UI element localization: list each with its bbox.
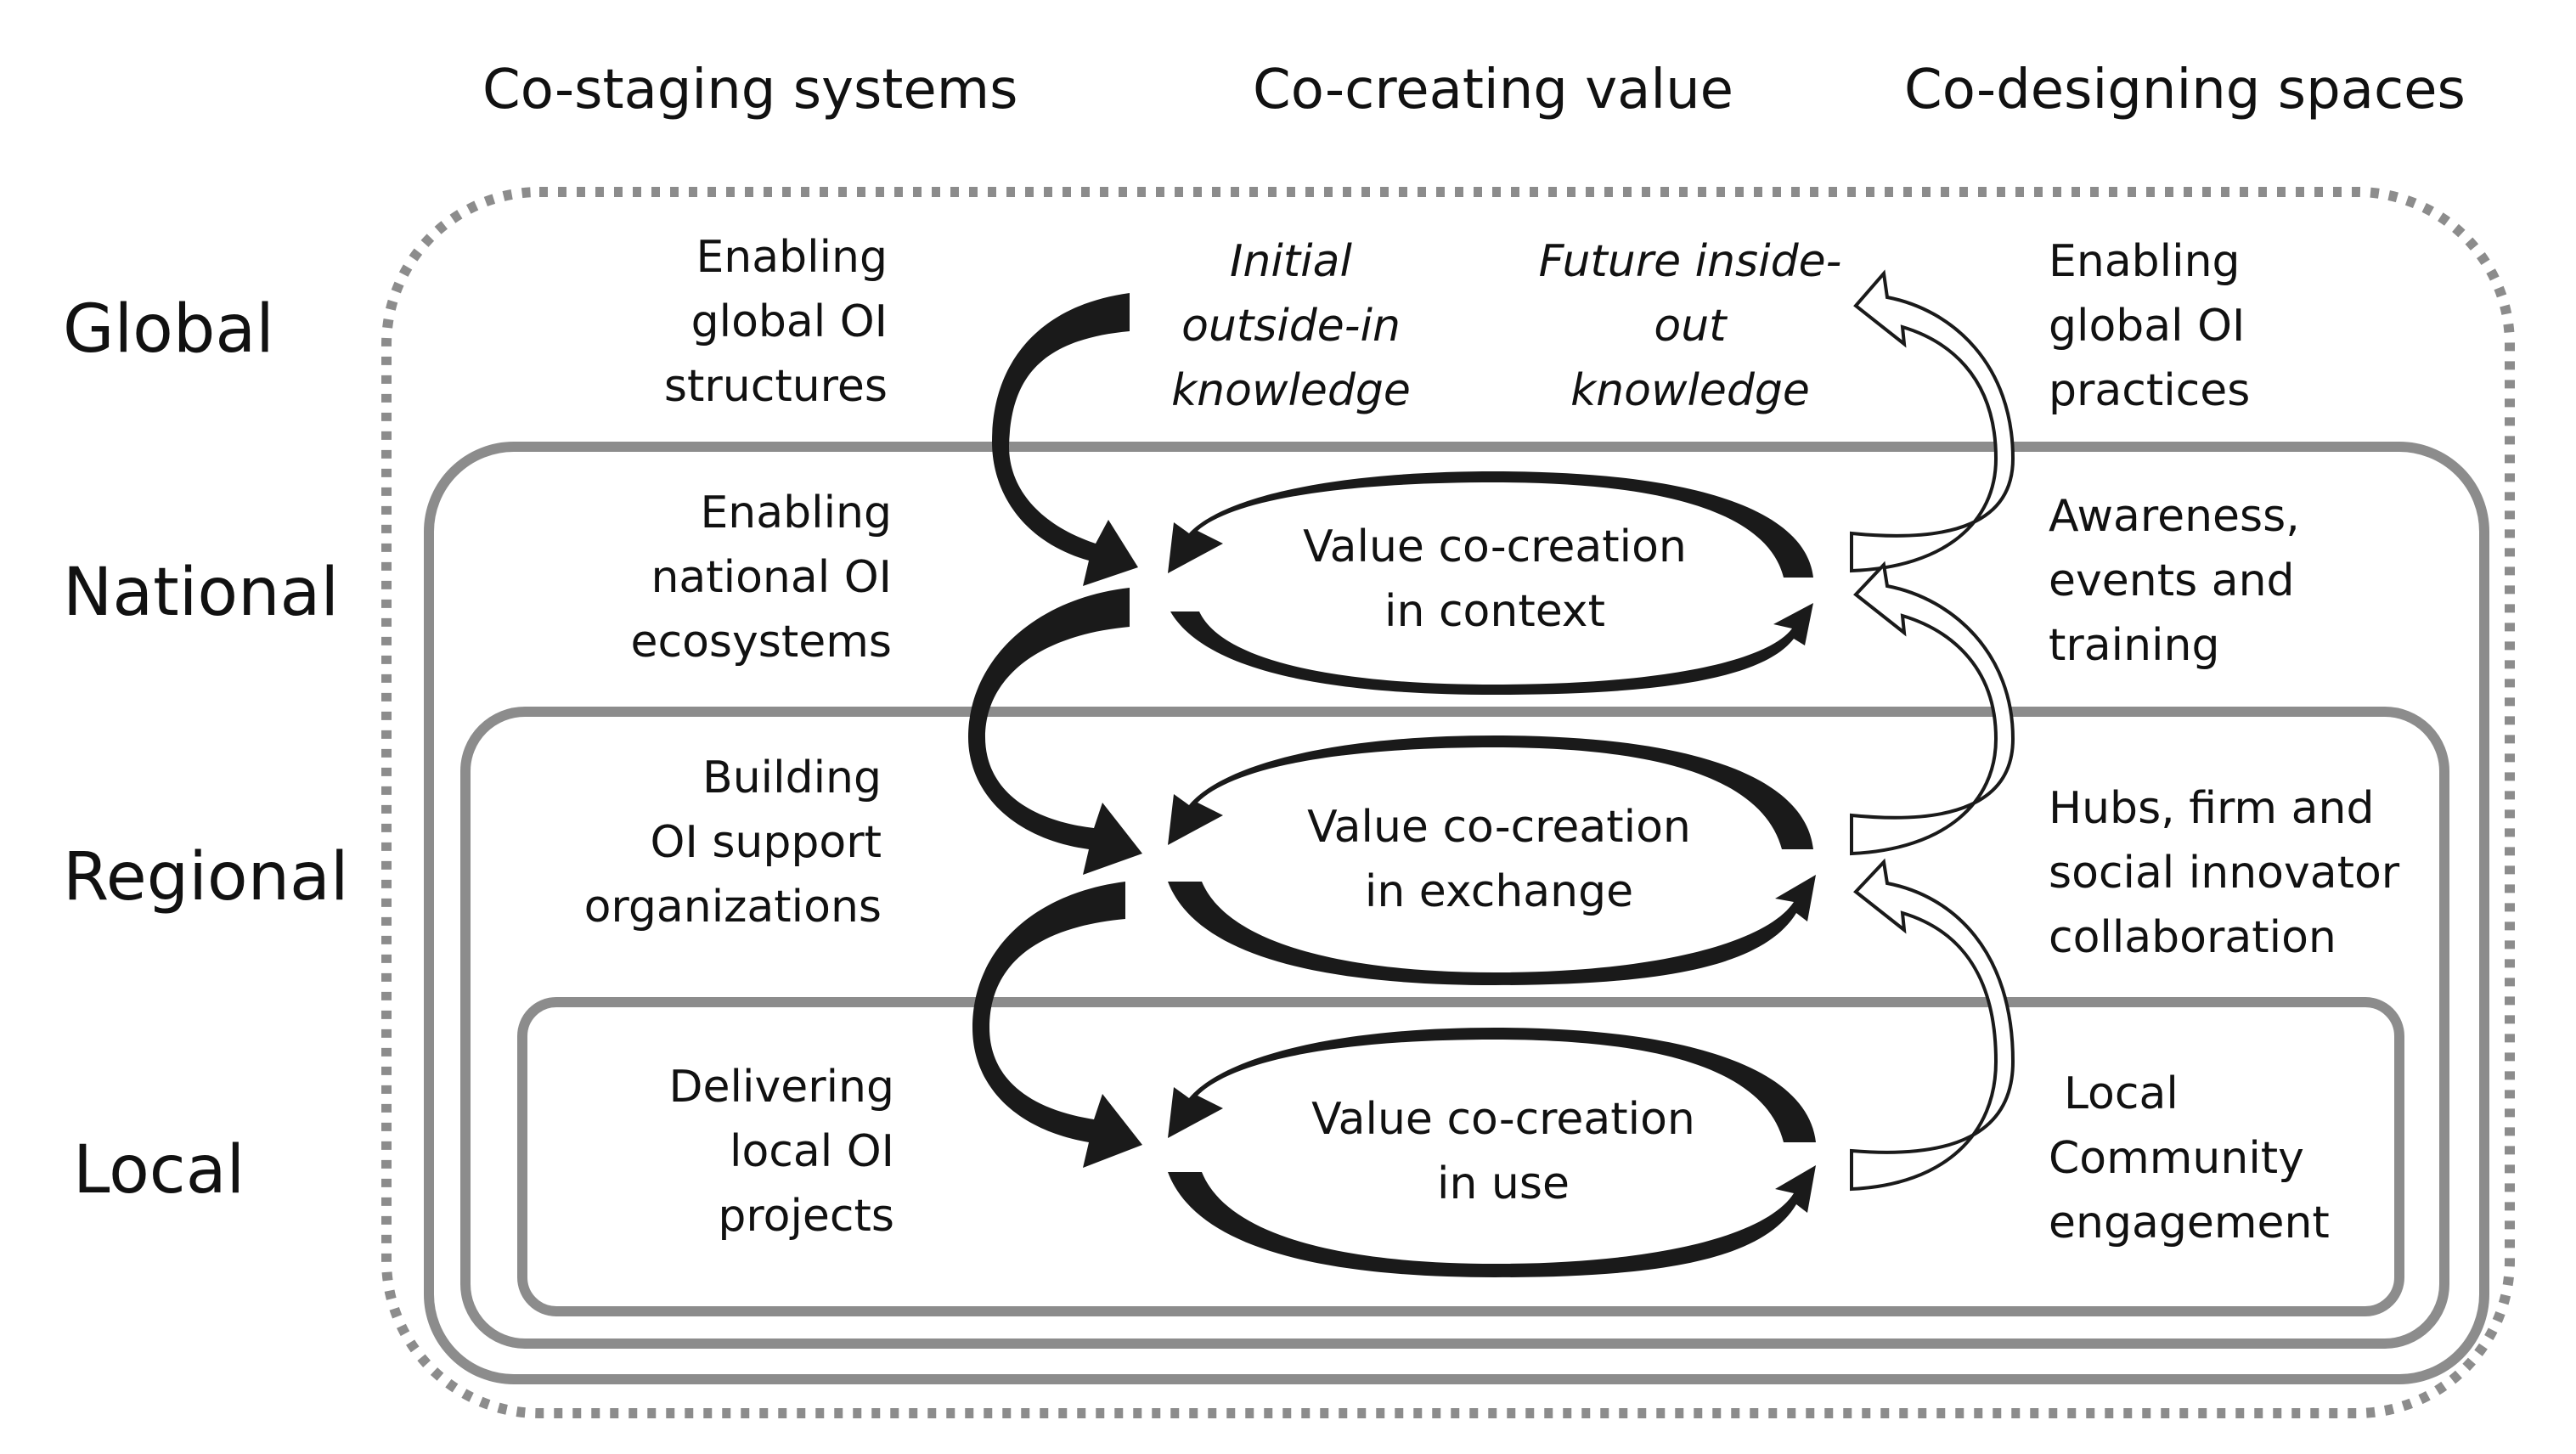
right-label-global: Enabling global OI practices: [2049, 229, 2250, 423]
cycle-bottom-arc-use: [1168, 1165, 1816, 1277]
initial-knowledge-line-1: Initial: [1230, 236, 1352, 287]
level-label-global: Global: [63, 291, 274, 368]
inside-out-arrow-national: [1850, 269, 2015, 573]
left-label-global: Enabling global OI structures: [664, 225, 888, 419]
left-label-national-line-3: ecosystems: [630, 617, 892, 668]
right-label-global-line-2: global OI: [2049, 301, 2246, 352]
cycle-label-context-line-1: Value co-creation: [1303, 521, 1687, 572]
right-label-regional-line-3: collaboration: [2049, 912, 2336, 963]
future-inside-out-knowledge-label: Future inside- out knowledge: [1512, 229, 1869, 423]
right-label-local-line-3: engagement: [2049, 1198, 2330, 1248]
initial-knowledge-line-3: knowledge: [1171, 365, 1411, 416]
cycle-label-context: Value co-creation in context: [1274, 515, 1716, 644]
future-knowledge-line-3: knowledge: [1570, 365, 1810, 416]
outside-in-arrows: [968, 293, 1142, 1168]
right-label-national: Awareness, events and training: [2049, 484, 2300, 678]
regional-frame: [460, 707, 2449, 1349]
left-label-global-line-2: global OI: [691, 296, 888, 347]
left-label-global-line-3: structures: [663, 361, 888, 412]
outside-in-arrow-national: [968, 588, 1142, 875]
outside-in-arrow-regional: [972, 882, 1142, 1168]
right-label-national-line-3: training: [2049, 620, 2220, 671]
left-label-local-line-3: projects: [718, 1191, 894, 1242]
level-label-national: National: [63, 555, 340, 631]
cycle-label-exchange: Value co-creation in exchange: [1278, 795, 1720, 924]
right-label-global-line-1: Enabling: [2049, 236, 2241, 287]
left-label-regional-line-2: OI support: [650, 817, 882, 868]
cycle-label-use-line-1: Value co-creation: [1311, 1094, 1695, 1145]
inside-out-arrow-local: [1850, 858, 2015, 1192]
left-label-regional-line-1: Building: [702, 752, 882, 803]
left-label-regional-line-3: organizations: [583, 882, 882, 933]
left-label-national: Enabling national OI ecosystems: [631, 481, 892, 674]
value-cycle-use: [1168, 1028, 1816, 1277]
left-label-global-line-1: Enabling: [696, 232, 888, 283]
local-frame: [517, 997, 2404, 1316]
left-label-national-line-2: national OI: [651, 552, 892, 603]
left-label-local-line-1: Delivering: [668, 1062, 894, 1113]
level-label-local: Local: [73, 1132, 245, 1209]
level-label-regional: Regional: [63, 839, 349, 916]
right-label-regional-line-1: Hubs, firm and: [2049, 783, 2375, 834]
right-label-regional-line-2: social innovator: [2049, 848, 2400, 899]
right-label-local-line-1: Local: [2064, 1068, 2179, 1119]
left-label-local: Delivering local OI projects: [669, 1055, 894, 1248]
future-knowledge-line-2: out: [1654, 301, 1727, 352]
right-label-regional: Hubs, firm and social innovator collabor…: [2049, 776, 2399, 970]
cycle-label-use: Value co-creation in use: [1282, 1087, 1724, 1216]
cycle-label-use-line-2: in use: [1437, 1158, 1570, 1209]
right-label-local: Local Community engagement: [2049, 1062, 2330, 1255]
initial-knowledge-line-2: outside-in: [1181, 301, 1401, 352]
cycle-label-context-line-2: in context: [1384, 586, 1605, 637]
right-label-local-line-2: Community: [2049, 1133, 2304, 1184]
left-label-national-line-1: Enabling: [700, 487, 892, 538]
column-header-co-creating: Co-creating value: [1253, 59, 1734, 121]
future-knowledge-line-1: Future inside-: [1538, 236, 1842, 287]
value-cycle-exchange: [1168, 735, 1816, 985]
column-header-co-designing: Co-designing spaces: [1904, 59, 2466, 121]
cycle-label-exchange-line-1: Value co-creation: [1307, 802, 1691, 853]
right-label-global-line-3: practices: [2049, 365, 2251, 416]
national-frame: [424, 442, 2489, 1384]
right-label-national-line-2: events and: [2049, 555, 2295, 606]
outside-in-arrow-global: [992, 293, 1138, 586]
inside-out-arrow-regional: [1850, 561, 2015, 856]
left-label-regional: Building OI support organizations: [584, 746, 882, 939]
cycle-bottom-arc-exchange: [1168, 875, 1816, 985]
column-header-co-staging: Co-staging systems: [482, 59, 1018, 121]
cycle-label-exchange-line-2: in exchange: [1364, 866, 1634, 917]
initial-outside-in-knowledge-label: Initial outside-in knowledge: [1155, 229, 1427, 423]
inside-out-arrows: [1850, 269, 2015, 1192]
left-label-local-line-2: local OI: [730, 1126, 894, 1177]
right-label-national-line-1: Awareness,: [2049, 491, 2300, 542]
